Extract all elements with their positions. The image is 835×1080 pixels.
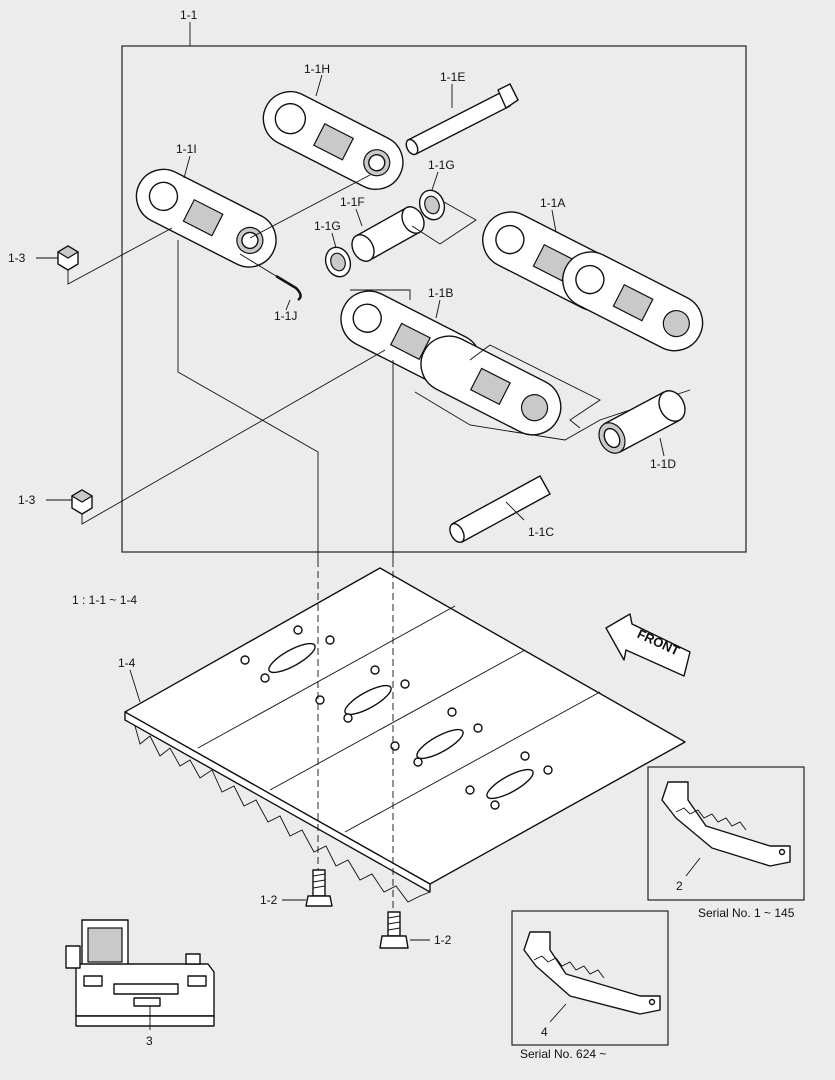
- pin-1-1c: [449, 475, 551, 543]
- label-1-1b: 1-1B: [428, 286, 453, 300]
- nut-1-3-upper: [56, 245, 80, 271]
- bolt-1-2-left: [305, 869, 333, 907]
- label-1-1g-upper: 1-1G: [428, 158, 455, 172]
- track-shoe-1-4: [124, 567, 686, 903]
- bushing-1-1f: [351, 206, 425, 262]
- label-assembly: 1-1: [180, 8, 198, 22]
- label-1-2-right: 1-2: [434, 933, 452, 947]
- machine-3: [65, 919, 215, 1027]
- guide-2: [661, 781, 791, 867]
- inset-guide-4: [511, 910, 669, 1046]
- guide-4: [523, 931, 661, 1015]
- serial-first: Serial No. 1 ~ 145: [698, 906, 795, 920]
- label-1-4: 1-4: [118, 656, 136, 670]
- front-arrow: FRONT: [605, 613, 691, 677]
- label-1-1f: 1-1F: [340, 195, 365, 209]
- assembly-frame: [121, 45, 747, 553]
- bolt-1-2-right: [379, 911, 409, 949]
- serial-second: Serial No. 624 ~: [520, 1047, 606, 1061]
- nut-1-3-lower: [70, 489, 94, 515]
- inset-guide-2: [647, 766, 805, 901]
- label-1-1e: 1-1E: [440, 70, 465, 84]
- label-1-1g-lower: 1-1G: [314, 219, 341, 233]
- range-note: 1 : 1-1 ~ 1-4: [72, 593, 137, 607]
- pin-1-1j: [275, 274, 302, 302]
- label-1-1j: 1-1J: [274, 309, 297, 323]
- pin-1-1e: [405, 83, 519, 156]
- label-machine-3: 3: [146, 1034, 153, 1048]
- label-1-3-lower: 1-3: [18, 493, 36, 507]
- link-1-1a: [482, 211, 704, 352]
- link-1-1h: [262, 90, 404, 190]
- shoe-slots: [240, 625, 553, 810]
- label-guide-4: 4: [541, 1025, 548, 1039]
- label-guide-2: 2: [676, 879, 683, 893]
- link-1-1b: [340, 290, 562, 436]
- label-1-3-upper: 1-3: [8, 251, 26, 265]
- label-1-1c: 1-1C: [528, 525, 554, 539]
- bushing-1-1d: [598, 390, 686, 454]
- seal-1-1g-upper: [418, 189, 446, 221]
- link-1-1i: [135, 168, 277, 268]
- seal-1-1g-lower: [324, 246, 352, 278]
- label-1-2-left: 1-2: [260, 893, 278, 907]
- label-1-1i: 1-1I: [176, 142, 197, 156]
- label-1-1a: 1-1A: [540, 196, 565, 210]
- label-1-1h: 1-1H: [304, 62, 330, 76]
- label-1-1d: 1-1D: [650, 457, 676, 471]
